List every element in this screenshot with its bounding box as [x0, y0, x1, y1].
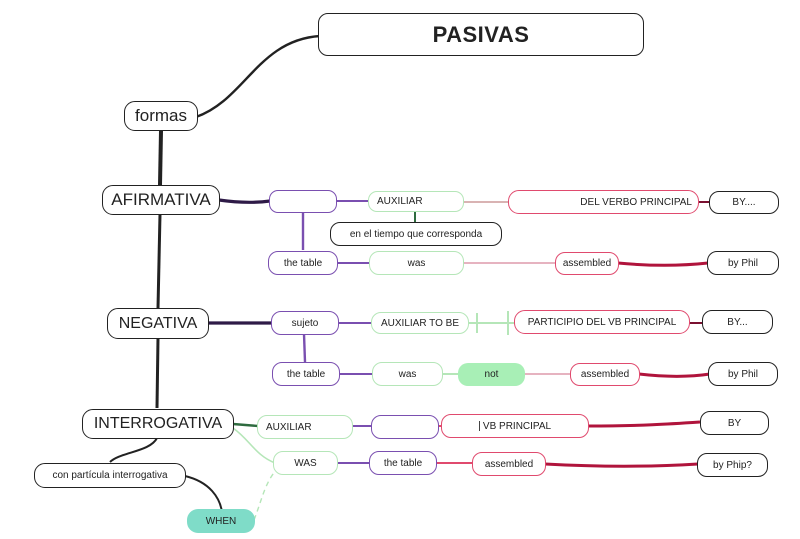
negativa-assembled-node[interactable]: assembled	[570, 363, 640, 386]
connector-sujeto-example	[302, 333, 307, 363]
negativa-sujeto-node[interactable]: sujeto	[271, 311, 339, 335]
interrogativa-node[interactable]: INTERROGATIVA	[82, 409, 234, 439]
connector-particula-when	[184, 475, 223, 513]
negativa-not-node[interactable]: not	[458, 363, 525, 386]
connector-formas-afirmativa	[158, 130, 163, 186]
interrogativa-blank-node[interactable]	[371, 415, 439, 439]
when-node[interactable]: WHEN	[187, 509, 255, 533]
connector-formas-title	[195, 34, 321, 119]
title-node[interactable]: PASIVAS	[318, 13, 644, 56]
interrogativa-verbo-principal-label: VB PRINCIPAL	[482, 420, 552, 432]
afirmativa-auxiliar-node[interactable]: AUXILIAR	[368, 191, 464, 212]
negativa-node[interactable]: NEGATIVA	[107, 308, 209, 339]
connector-interrogativa-particula	[109, 437, 158, 463]
afirmativa-tiempo-node[interactable]: en el tiempo que corresponda	[330, 222, 502, 246]
interrogativa-verbo-principal-node[interactable]: VB PRINCIPAL	[441, 414, 589, 438]
connector-negativa-interrogativa	[155, 337, 160, 409]
afirmativa-blank-node[interactable]	[269, 190, 337, 213]
negativa-participio-node[interactable]: PARTICIPIO DEL VB PRINCIPAL	[514, 310, 690, 334]
afirmativa-by-node[interactable]: BY....	[709, 191, 779, 214]
connector-neg-assembled-by	[638, 372, 711, 378]
interrogativa-by-node[interactable]: BY	[700, 411, 769, 435]
particula-interrogativa-node[interactable]: con partícula interrogativa	[34, 463, 186, 488]
connector-verbo-by-int	[587, 420, 701, 428]
afirmativa-assembled-node[interactable]: assembled	[555, 252, 619, 275]
connector-when-was	[253, 465, 281, 521]
afirmativa-the-table-node[interactable]: the table	[268, 251, 338, 275]
connector-afirmativa-negativa	[156, 213, 162, 309]
interrogativa-auxiliar-node[interactable]: AUXILIAR	[257, 415, 353, 439]
connector-interrogativa-auxiliar	[232, 422, 259, 428]
afirmativa-verbo-principal-node[interactable]: DEL VERBO PRINCIPAL	[508, 190, 699, 214]
negativa-by-node[interactable]: BY...	[702, 310, 773, 334]
afirmativa-by-phil-node[interactable]: by Phil	[707, 251, 779, 275]
connector-afirmativa-blank	[218, 198, 271, 204]
afirmativa-node[interactable]: AFIRMATIVA	[102, 185, 220, 215]
connector-int-assembled-by	[544, 462, 699, 468]
interrogativa-was-node[interactable]: WAS	[273, 451, 338, 475]
negativa-the-table-node[interactable]: the table	[272, 362, 340, 386]
negativa-by-phil-node[interactable]: by Phil	[708, 362, 778, 386]
formas-node[interactable]: formas	[124, 101, 198, 131]
text-cursor-icon	[478, 421, 480, 431]
connector-assembled-by	[617, 261, 709, 267]
negativa-was-node[interactable]: was	[372, 362, 443, 386]
interrogativa-by-phip-node[interactable]: by Phip?	[697, 453, 768, 477]
connector-interrogativa-was	[232, 427, 276, 464]
interrogativa-the-table-node[interactable]: the table	[369, 451, 437, 475]
negativa-auxiliar-node[interactable]: AUXILIAR TO BE	[371, 312, 469, 334]
afirmativa-was-node[interactable]: was	[369, 251, 464, 275]
interrogativa-assembled-node[interactable]: assembled	[472, 452, 546, 476]
